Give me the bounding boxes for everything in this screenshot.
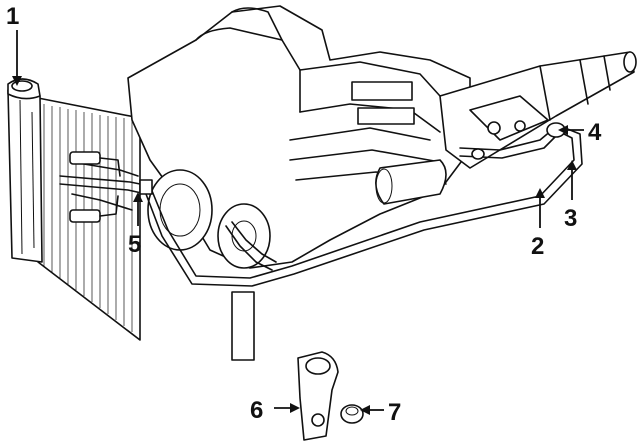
grommet-part [340,404,364,424]
bracket-part [297,351,339,441]
callout-5: 5 [128,231,141,258]
callout-6: 6 [250,397,263,424]
callout-1: 1 [6,3,19,30]
callout-3: 3 [564,205,577,232]
engine-block [127,5,471,269]
callout-7: 7 [388,399,401,426]
callout-labels: 1 2 3 4 5 6 7 [6,3,602,426]
callout-arrows [12,30,584,415]
transmission [439,51,637,169]
cooler-lines [59,122,583,287]
callout-2: 2 [531,233,544,260]
callout-4: 4 [588,119,602,146]
